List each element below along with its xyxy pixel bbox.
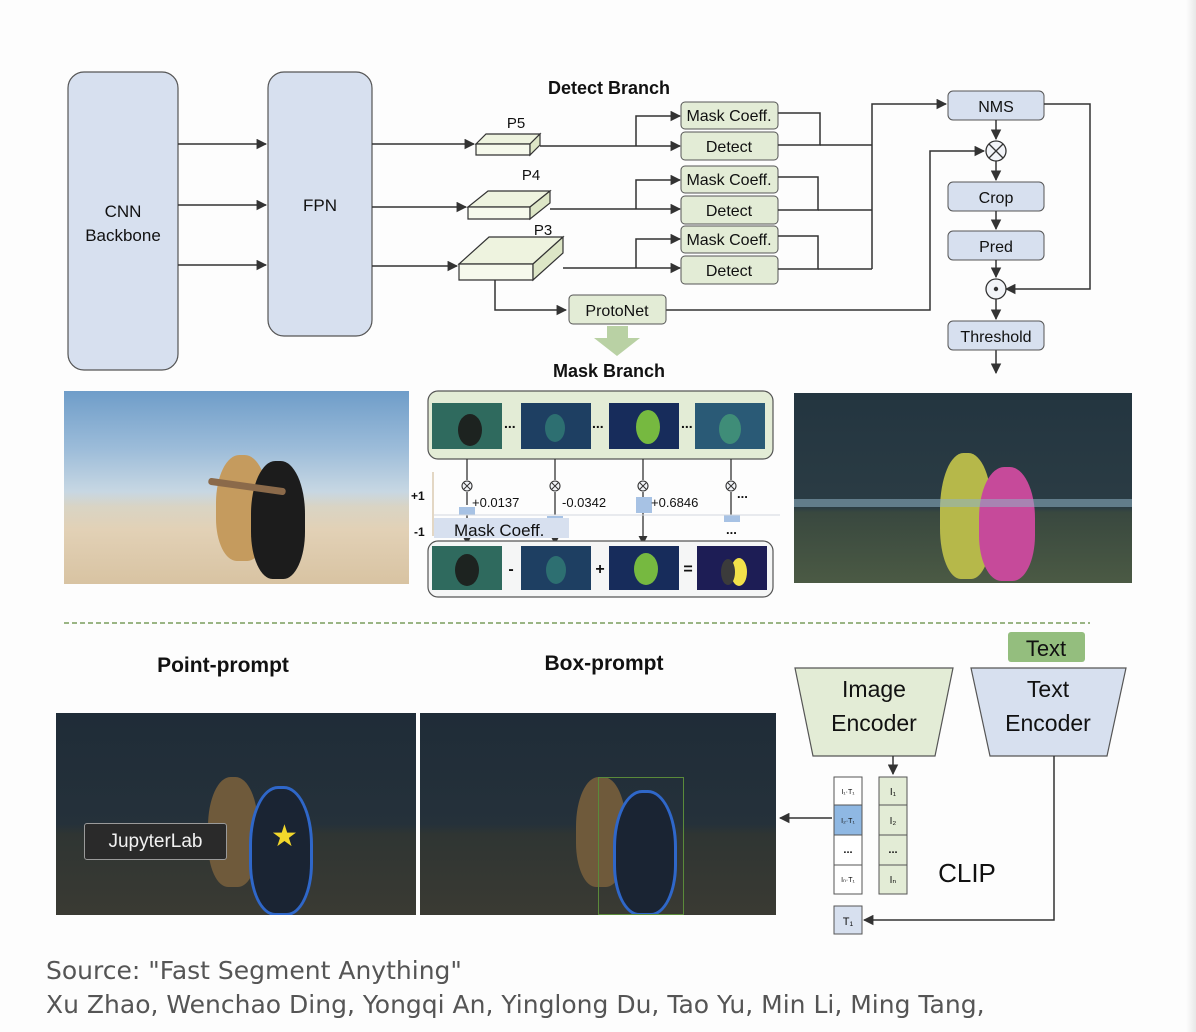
similarity-column (833, 776, 863, 895)
coeff-value-1: +0.0137 (472, 495, 519, 510)
svg-text:...: ... (592, 415, 604, 431)
box-prompt-rectangle (598, 777, 684, 915)
p3-label: P3 (534, 222, 552, 239)
p4-feature-map (466, 189, 552, 221)
text-tag-label: Text (1026, 636, 1066, 661)
input-photo (64, 391, 409, 584)
source-line-2: Xu Zhao, Wenchao Ding, Yongqi An, Yinglo… (46, 990, 985, 1019)
multiply-op-cross (988, 143, 1004, 159)
image-encoder-label-2: Encoder (831, 710, 917, 736)
sim-cell-1: I₁·T₁ (841, 789, 855, 796)
segmented-output-photo (794, 393, 1132, 583)
mask-coeff-head-p3-label: Mask Coeff. (686, 232, 771, 249)
pred-label: Pred (979, 239, 1013, 256)
point-prompt-title: Point-prompt (157, 654, 289, 677)
prototype-panel (427, 390, 774, 460)
mask-branch-title: Mask Branch (553, 361, 665, 381)
fpn-label: FPN (303, 196, 337, 215)
clip-label: CLIP (938, 858, 996, 888)
box-prompt-photo (420, 713, 776, 915)
svg-text:...: ... (681, 415, 693, 431)
dot-product-op-dot (993, 286, 999, 292)
mask-coeff-head-p3 (680, 225, 779, 254)
protonet-down-arrow (594, 326, 640, 356)
point-prompt-star-icon: ★ (271, 820, 298, 853)
op-equals: = (683, 561, 692, 578)
point-prompt-photo: ★ (56, 713, 416, 915)
mask-assembly-panel (427, 540, 774, 598)
text-encoder-label-1: Text (1027, 676, 1070, 702)
protonet-block (568, 294, 667, 325)
mask-coeff-axis-label: Mask Coeff. (454, 521, 544, 540)
text-embedding-cell (833, 905, 863, 935)
plus-one-label: +1 (411, 489, 425, 503)
mask-coeff-head-p5-label: Mask Coeff. (686, 108, 771, 125)
detect-branch-title: Detect Branch (548, 78, 670, 98)
detect-head-p4-label: Detect (706, 203, 753, 220)
nms-label: NMS (978, 99, 1014, 116)
detect-head-p5-label: Detect (706, 139, 753, 156)
mask-coeff-head-p4-label: Mask Coeff. (686, 172, 771, 189)
op-minus: - (508, 561, 513, 578)
coeff-value-2: -0.0342 (562, 495, 606, 510)
detect-head-p3 (680, 255, 779, 285)
minus-one-label: -1 (414, 525, 425, 539)
coeff-value-4: ... (737, 486, 748, 501)
highlighted-dog-2 (616, 793, 674, 913)
img-emb-4: Iₙ (890, 875, 897, 886)
assembly-thumbnails (432, 546, 767, 590)
p4-label: P4 (522, 167, 540, 184)
sim-cell-4: Iₙ·T₁ (841, 877, 855, 884)
magenta-mask (979, 467, 1035, 581)
source-line-1: Source: "Fast Segment Anything" (46, 956, 462, 985)
p3-feature-map (457, 235, 565, 282)
p5-feature-map (474, 132, 542, 157)
crop-label: Crop (979, 190, 1014, 207)
jupyterlab-tooltip: JupyterLab (84, 823, 227, 860)
p5-label: P5 (507, 115, 525, 132)
mask-coeff-head-p5 (680, 101, 779, 130)
coeff-value-3: +0.6846 (651, 495, 698, 510)
mask-coeff-band (434, 518, 569, 538)
scrollbar-edge (1186, 0, 1196, 1032)
img-emb-2: I₂ (890, 816, 897, 827)
box-prompt-title: Box-prompt (545, 652, 664, 675)
threshold-label: Threshold (960, 329, 1031, 346)
sim-cell-3: ... (843, 844, 852, 856)
text-encoder-block (970, 667, 1127, 757)
protonet-label: ProtoNet (585, 303, 649, 320)
op-plus: + (595, 561, 604, 578)
sim-cell-2: I₂·T₁ (841, 818, 855, 825)
svg-text:...: ... (504, 415, 516, 431)
black-dog (251, 461, 305, 579)
detect-head-p3-label: Detect (706, 263, 753, 280)
img-emb-3: ... (888, 844, 897, 856)
img-emb-1: I₁ (890, 787, 897, 798)
detect-head-p5 (680, 131, 779, 161)
fpn-block (267, 71, 373, 337)
text-encoder-label-2: Encoder (1005, 710, 1091, 736)
text-embedding-label: T₁ (843, 916, 854, 928)
prototype-thumbnails (432, 403, 765, 449)
cnn-backbone-block (67, 71, 179, 371)
svg-text:...: ... (726, 522, 737, 537)
image-embedding-column (878, 776, 908, 895)
image-encoder-label-1: Image (842, 676, 906, 702)
cnn-backbone-label-2: Backbone (85, 226, 161, 245)
cnn-backbone-label-1: CNN (105, 202, 142, 221)
mask-coeff-head-p4 (680, 165, 779, 194)
text-tag (1008, 632, 1085, 662)
highlighted-dog (252, 789, 310, 913)
image-encoder-block (794, 667, 954, 757)
threshold-block (947, 320, 1045, 351)
